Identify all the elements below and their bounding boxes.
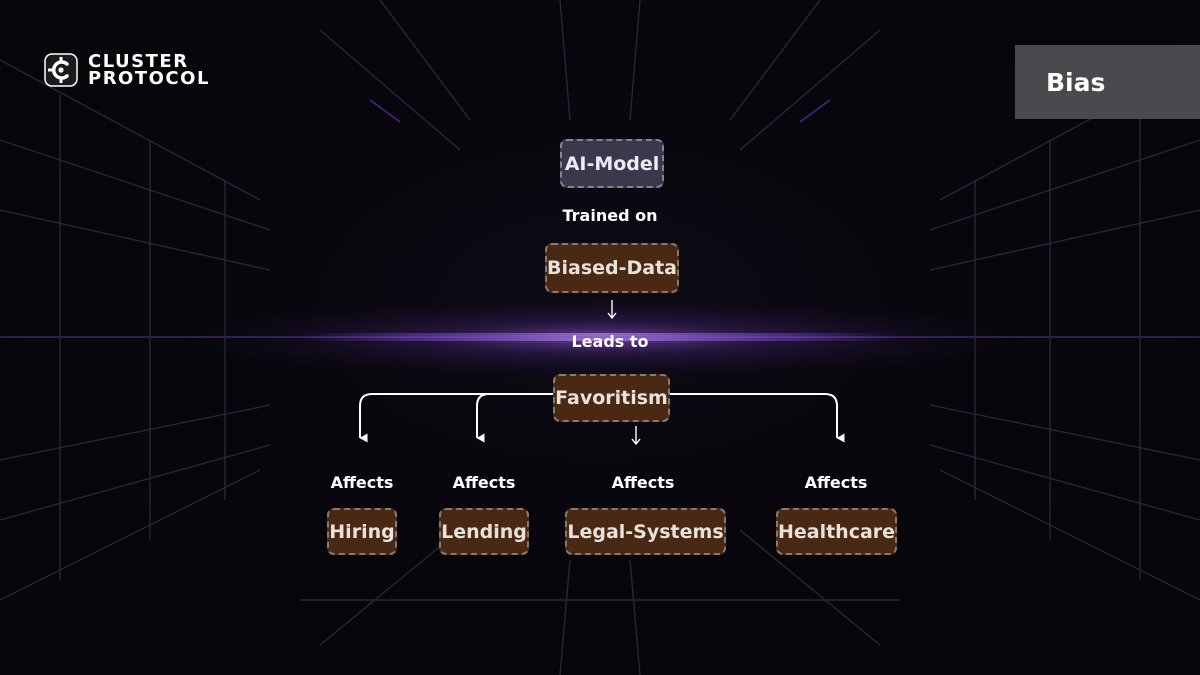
- node-hiring: Hiring: [327, 508, 397, 555]
- arrow-favoritism-to-healthcare: [670, 393, 845, 443]
- brand-name-line1: CLUSTER: [88, 51, 189, 72]
- edge-label-trained-on: Trained on: [562, 206, 658, 225]
- node-hiring-label: Hiring: [329, 520, 395, 543]
- edge-label-leads-to: Leads to: [571, 332, 649, 351]
- arrow-favoritism-to-hiring: [359, 393, 553, 443]
- node-healthcare-label: Healthcare: [777, 520, 896, 543]
- node-lending: Lending: [439, 508, 529, 555]
- edge-label-affects-lending: Affects: [452, 473, 516, 492]
- node-ai-model: AI-Model: [560, 139, 664, 188]
- node-legal-systems: Legal-Systems: [565, 508, 726, 555]
- node-favoritism-label: Favoritism: [555, 387, 668, 409]
- node-ai-model-label: AI-Model: [564, 152, 660, 175]
- arrow-favoritism-to-legal-systems: [631, 426, 641, 446]
- node-legal-systems-label: Legal-Systems: [567, 520, 724, 543]
- brand-name: CLUSTER PROTOCOL: [88, 51, 210, 89]
- arrow-favoritism-to-lending: [476, 393, 553, 443]
- brand-name-line2: PROTOCOL: [88, 68, 210, 89]
- topic-tag: Bias: [1015, 45, 1200, 119]
- edge-label-affects-legal-systems: Affects: [611, 473, 675, 492]
- topic-tag-label: Bias: [1046, 67, 1106, 97]
- brand-logo: CLUSTER PROTOCOL: [44, 52, 210, 88]
- cluster-protocol-logo-icon: [44, 53, 78, 87]
- edge-label-affects-hiring: Affects: [330, 473, 394, 492]
- arrow-biased-data-to-favoritism: [607, 300, 617, 320]
- node-favoritism: Favoritism: [553, 374, 670, 422]
- node-biased-data-label: Biased-Data: [547, 257, 677, 279]
- node-lending-label: Lending: [441, 520, 527, 543]
- edge-label-affects-healthcare: Affects: [804, 473, 868, 492]
- node-biased-data: Biased-Data: [545, 243, 679, 293]
- node-healthcare: Healthcare: [776, 508, 897, 555]
